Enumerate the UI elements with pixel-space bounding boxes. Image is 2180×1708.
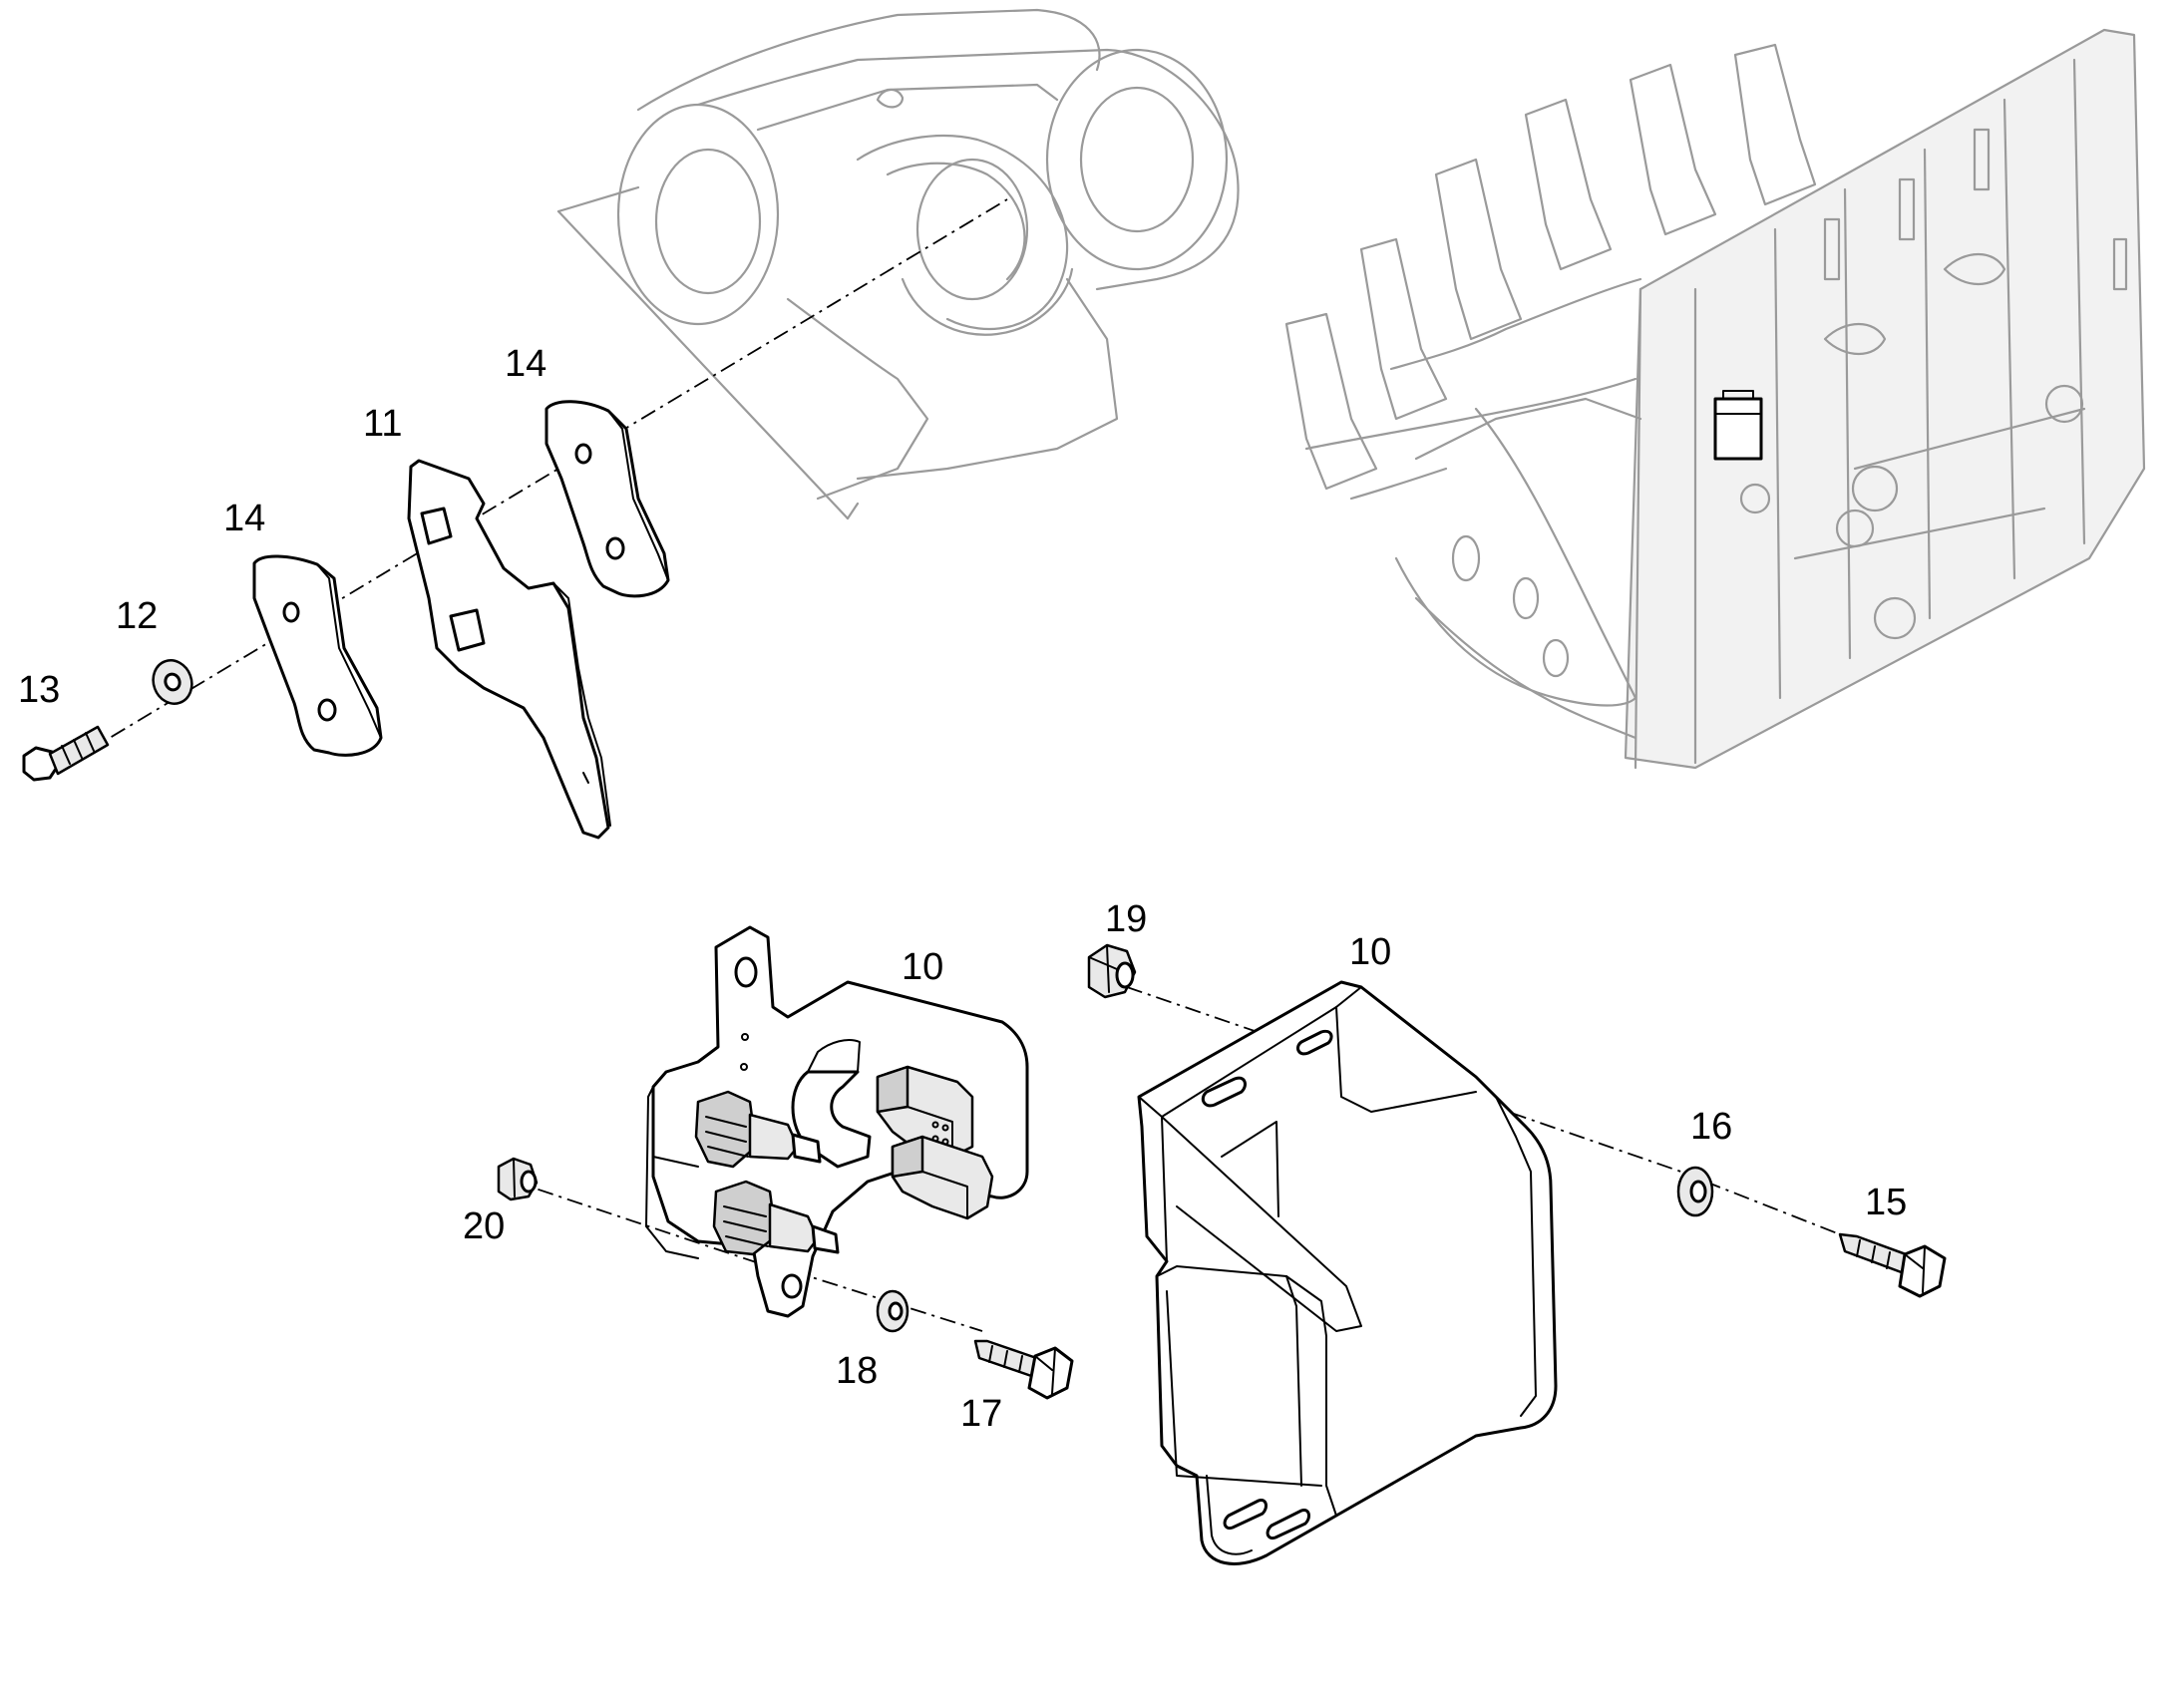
part-16-washer bbox=[1676, 1166, 1714, 1217]
callout-14-left: 14 bbox=[223, 498, 265, 539]
bucket-sensor-location-marker bbox=[1713, 397, 1763, 461]
callout-15: 15 bbox=[1865, 1182, 1907, 1223]
part-14-plate-left bbox=[252, 554, 383, 757]
part-20-nut bbox=[497, 1157, 539, 1201]
callout-10-cover: 10 bbox=[1349, 931, 1391, 973]
part-14-plate-right bbox=[545, 400, 670, 598]
part-18-washer bbox=[876, 1289, 909, 1333]
callout-14-right: 14 bbox=[505, 343, 546, 385]
part-19-nut bbox=[1087, 943, 1137, 999]
part-17-bolt bbox=[973, 1339, 1074, 1400]
part-10-sensor-bracket bbox=[645, 925, 1029, 1318]
callout-20: 20 bbox=[463, 1205, 505, 1247]
callout-16: 16 bbox=[1690, 1106, 1732, 1148]
callout-13: 13 bbox=[18, 669, 60, 711]
callout-labels: 13 12 14 11 14 10 19 10 16 15 20 18 17 bbox=[18, 343, 1907, 1435]
part-15-bolt bbox=[1838, 1232, 1947, 1298]
callout-12: 12 bbox=[116, 595, 158, 637]
pivot-joint-reference-drawing bbox=[556, 8, 1240, 520]
part-12-washer bbox=[152, 659, 193, 705]
callout-18: 18 bbox=[836, 1350, 878, 1392]
part-13-bolt bbox=[22, 725, 110, 782]
callout-11: 11 bbox=[363, 403, 402, 445]
part-11-lever-plate bbox=[407, 459, 611, 840]
callout-19: 19 bbox=[1105, 898, 1147, 940]
bucket-reference-drawing bbox=[1284, 28, 2146, 770]
callout-10-bracket: 10 bbox=[902, 946, 943, 988]
part-10-protective-cover bbox=[1137, 980, 1558, 1565]
callout-17: 17 bbox=[960, 1393, 1002, 1435]
